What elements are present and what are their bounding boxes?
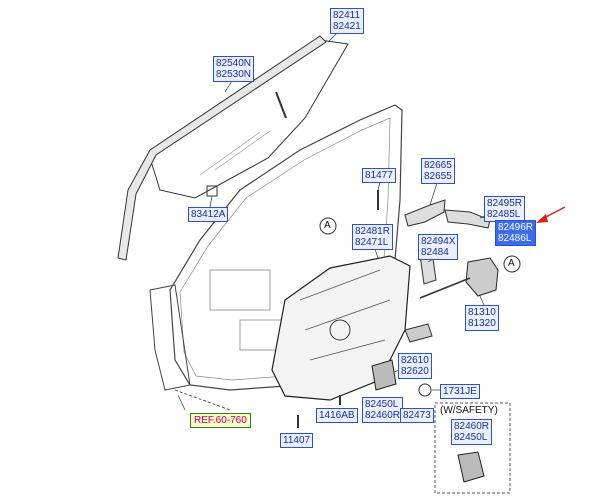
callout-a-right-text: A — [508, 258, 515, 269]
label-screw[interactable]: 82473 — [400, 408, 434, 423]
label-grommet[interactable]: 1731JE — [440, 384, 480, 399]
inside-handle — [404, 323, 433, 343]
safety-note: (W/SAFETY) — [440, 405, 498, 416]
latch-bracket-small — [404, 199, 446, 227]
ref-label[interactable]: REF.60-760 — [190, 413, 251, 428]
grommet — [418, 383, 432, 397]
label-bolt-top[interactable]: 81477 — [362, 168, 396, 183]
safety-motor-icon — [457, 451, 485, 483]
regulator-motor — [371, 359, 397, 391]
callout-a-left — [319, 217, 337, 235]
label-holder[interactable]: 83412A — [188, 207, 229, 222]
door-latch — [465, 257, 499, 297]
safety-box — [434, 402, 511, 494]
run-channel — [117, 35, 327, 261]
window-regulator — [271, 255, 411, 401]
callout-a-left-text: A — [324, 220, 331, 231]
door-frame — [169, 104, 403, 391]
callout-a-right — [503, 255, 521, 273]
label-bolt1[interactable]: 1416AB — [316, 408, 358, 423]
outside-handle-rod — [444, 209, 491, 229]
label-bolt2[interactable]: 11407 — [280, 433, 314, 448]
